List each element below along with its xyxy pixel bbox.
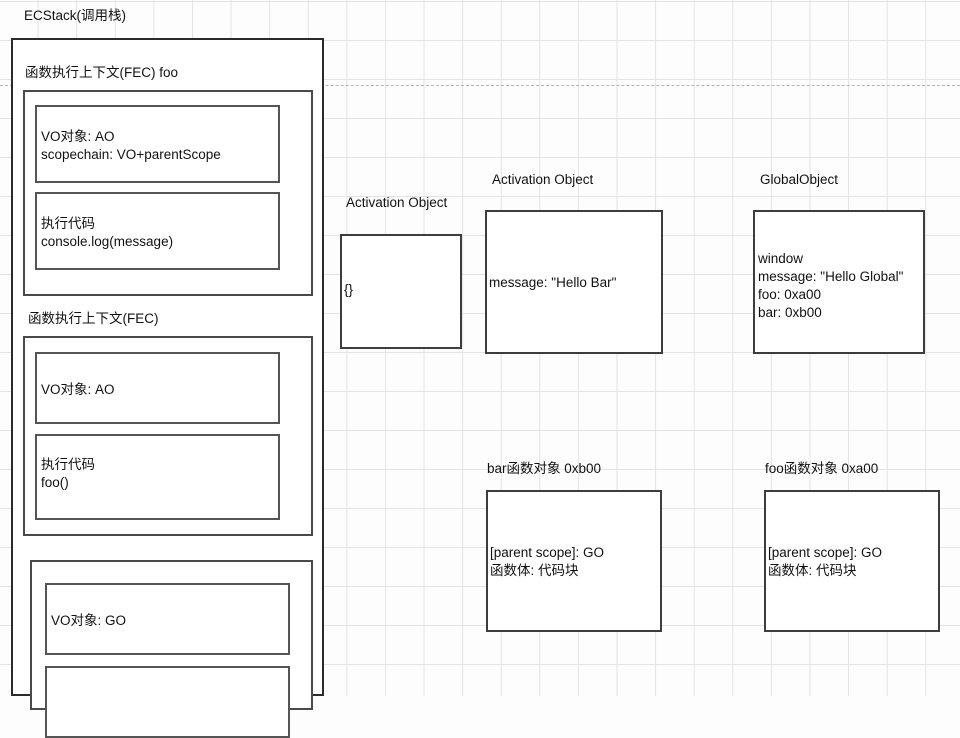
bar-function-object-text: [parent scope]: GO 函数体: 代码块 <box>490 545 605 578</box>
foo-function-object-text: [parent scope]: GO 函数体: 代码块 <box>768 545 883 578</box>
activation-object-empty-text: {} <box>344 282 354 297</box>
fec-bar-vo-box <box>35 352 280 424</box>
fec-global-vo-box <box>45 583 290 655</box>
global-object-box <box>753 210 925 354</box>
activation-object-empty-caption: Activation Object <box>346 195 448 210</box>
fec-bar-code-box <box>35 434 280 520</box>
fec-foo-vo-box <box>35 105 280 183</box>
bar-function-object-caption: bar函数对象 0xb00 <box>487 461 602 476</box>
fec-bar-vo-text: VO对象: AO <box>41 382 115 397</box>
fec-global-vo-text: VO对象: GO <box>51 613 127 628</box>
global-object-caption: GlobalObject <box>760 172 839 187</box>
bar-function-object-box <box>486 490 662 632</box>
fec-foo-vo-text: VO对象: AO scopechain: VO+parentScope <box>41 129 221 162</box>
activation-object-bar-box <box>485 210 663 354</box>
fec-foo-code-text: 执行代码 console.log(message) <box>41 216 174 249</box>
activation-object-bar-text: message: "Hello Bar" <box>489 275 617 290</box>
activation-object-bar-caption: Activation Object <box>492 172 594 187</box>
fec-foo-code-box <box>35 192 280 270</box>
fec-bar-code-text: 执行代码 foo() <box>41 457 95 490</box>
activation-object-empty-box <box>340 234 462 349</box>
fec-global-code-box <box>45 666 290 738</box>
foo-function-object-caption: foo函数对象 0xa00 <box>765 461 879 476</box>
fec-label-bar: 函数执行上下文(FEC) <box>28 311 159 326</box>
dashed-divider-line <box>0 85 960 86</box>
ecstack-title: ECStack(调用栈) <box>24 8 127 23</box>
global-object-text: window message: "Hello Global" foo: 0xa0… <box>758 251 904 320</box>
foo-function-object-box <box>764 490 940 632</box>
fec-label-foo: 函数执行上下文(FEC) foo <box>25 65 179 80</box>
